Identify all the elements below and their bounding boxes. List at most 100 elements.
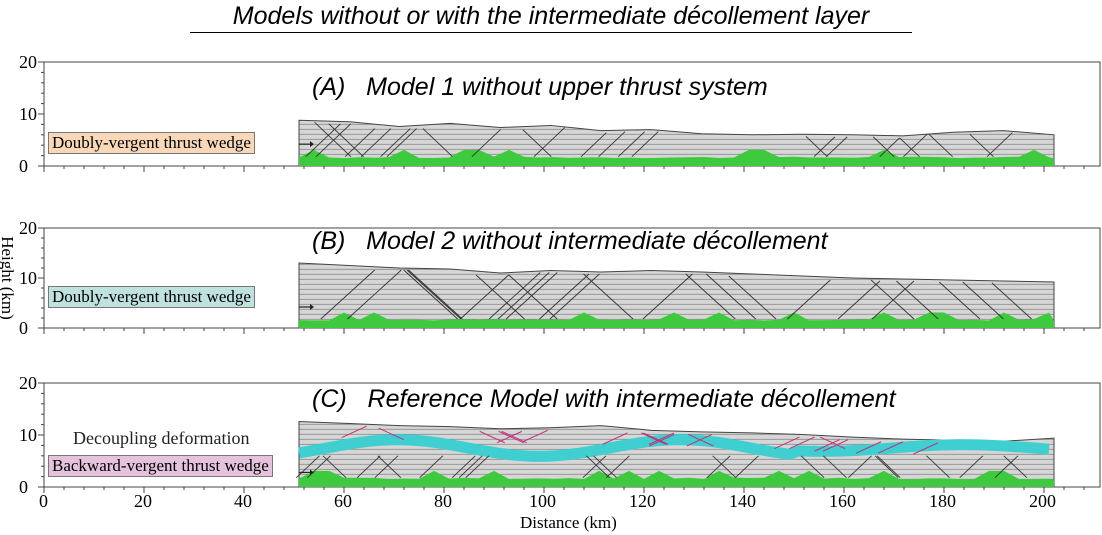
thrust-fault xyxy=(872,136,895,157)
upper-thrust-fault xyxy=(688,434,714,447)
thrust-fault xyxy=(874,455,899,478)
thrust-fault xyxy=(406,269,462,320)
thrust-fault xyxy=(488,272,541,320)
label-arrow-head xyxy=(310,141,314,148)
thrust-fault xyxy=(374,455,399,478)
thrust-fault xyxy=(837,280,881,320)
thrust-fault xyxy=(870,279,915,320)
panel-b-label: Doubly-vergent thrust wedge xyxy=(48,286,255,308)
upper-thrust-fault xyxy=(640,432,667,445)
x-tick-label: 100 xyxy=(529,491,556,511)
thrust-fault xyxy=(422,128,453,157)
intermediate-decollement xyxy=(298,434,1050,462)
upper-thrust-fault xyxy=(686,434,713,447)
thrust-fault xyxy=(728,275,777,320)
upper-thrust-fault xyxy=(498,430,524,444)
thrust-fault xyxy=(360,128,392,157)
thrust-fault xyxy=(344,128,376,157)
thrust-fault xyxy=(642,273,693,320)
thrust-fault xyxy=(465,455,490,478)
thrust-fault xyxy=(705,273,757,320)
thrust-fault xyxy=(685,273,736,320)
upper-thrust-fault xyxy=(522,429,548,443)
thrust-fault xyxy=(403,269,458,320)
upper-thrust-fault xyxy=(341,425,367,439)
thrust-fault xyxy=(712,455,737,478)
label-arrow-head xyxy=(310,469,314,476)
upper-thrust-fault xyxy=(877,441,904,454)
y-tick-label: 0 xyxy=(19,318,28,338)
panel-a-label: Doubly-vergent thrust wedge xyxy=(48,132,255,154)
upper-thrust-fault xyxy=(814,439,840,452)
thrust-fault xyxy=(969,133,994,157)
label-arrow-head xyxy=(310,304,314,310)
upper-thrust-fault xyxy=(774,436,800,449)
thrust-fault xyxy=(522,129,552,157)
y-axis-label: Height (km) xyxy=(0,236,17,320)
panel-a-title: (A) Model 1 without upper thrust system xyxy=(312,73,768,101)
panel-b-title: (B) Model 2 without intermediate décolle… xyxy=(312,227,828,255)
panel-c-extra-label: Decoupling deformation xyxy=(73,428,250,448)
thrust-fault xyxy=(408,269,463,320)
upper-thrust-fault xyxy=(789,436,815,449)
thrust-fault xyxy=(419,455,444,478)
thrust-fault xyxy=(903,133,928,157)
x-tick-label: 80 xyxy=(434,491,452,511)
thrust-fault xyxy=(356,455,381,478)
x-tick-label: 60 xyxy=(334,491,352,511)
upper-thrust-fault xyxy=(648,432,675,445)
x-tick-label: 0 xyxy=(39,491,48,511)
y-tick-label: 10 xyxy=(19,425,37,445)
thrust-fault xyxy=(813,136,836,157)
thrust-fault xyxy=(1003,455,1028,478)
x-tick-label: 140 xyxy=(729,491,756,511)
thrust-fault xyxy=(959,455,984,478)
panel-c-title: (C) Reference Model with intermediate dé… xyxy=(312,385,896,413)
thrust-fault xyxy=(296,455,320,478)
thrust-fault xyxy=(377,455,402,478)
thrust-fault xyxy=(994,455,1019,478)
figure-title: Models without or with the intermediate … xyxy=(190,0,912,33)
thrust-fault xyxy=(451,455,476,478)
y-tick-label: 10 xyxy=(19,268,37,288)
thrust-fault xyxy=(876,455,901,478)
y-tick-label: 10 xyxy=(19,104,37,124)
thrust-fault xyxy=(926,455,950,478)
x-tick-label: 180 xyxy=(929,491,956,511)
basal-decollement xyxy=(299,470,1054,487)
thrust-fault xyxy=(896,280,939,320)
x-axis-label: Distance (km) xyxy=(520,513,617,532)
thrust-fault xyxy=(986,132,1013,157)
thrust-fault xyxy=(800,455,825,478)
y-tick-label: 20 xyxy=(19,373,37,393)
upper-thrust-fault xyxy=(822,439,849,452)
thrust-fault xyxy=(962,281,1004,320)
thrust-fault xyxy=(458,455,483,478)
thrust-fault xyxy=(823,455,847,478)
upper-thrust-fault xyxy=(602,432,628,445)
y-tick-label: 0 xyxy=(19,156,28,176)
upper-thrust-fault xyxy=(819,436,846,449)
upper-thrust-fault xyxy=(496,430,523,444)
basal-decollement xyxy=(299,149,1054,166)
upper-thrust-fault xyxy=(643,432,669,445)
thrust-fault xyxy=(879,137,900,157)
x-tick-label: 200 xyxy=(1029,491,1056,511)
thrust-fault xyxy=(586,455,610,478)
thrust-fault xyxy=(539,273,590,320)
thrust-fault xyxy=(825,136,848,157)
upper-thrust-fault xyxy=(501,430,527,444)
thrust-fault xyxy=(314,121,352,157)
thrust-fault xyxy=(928,133,953,157)
thrust-fault xyxy=(991,282,1032,320)
x-tick-label: 40 xyxy=(234,491,252,511)
thrust-fault xyxy=(380,128,411,157)
thrust-fault xyxy=(582,455,607,478)
upper-thrust-fault xyxy=(378,427,404,441)
thrust-fault xyxy=(497,272,550,320)
thrust-fault xyxy=(617,131,646,157)
thrust-fault xyxy=(533,127,566,157)
thrust-fault xyxy=(631,131,659,157)
y-tick-label: 20 xyxy=(19,52,37,72)
